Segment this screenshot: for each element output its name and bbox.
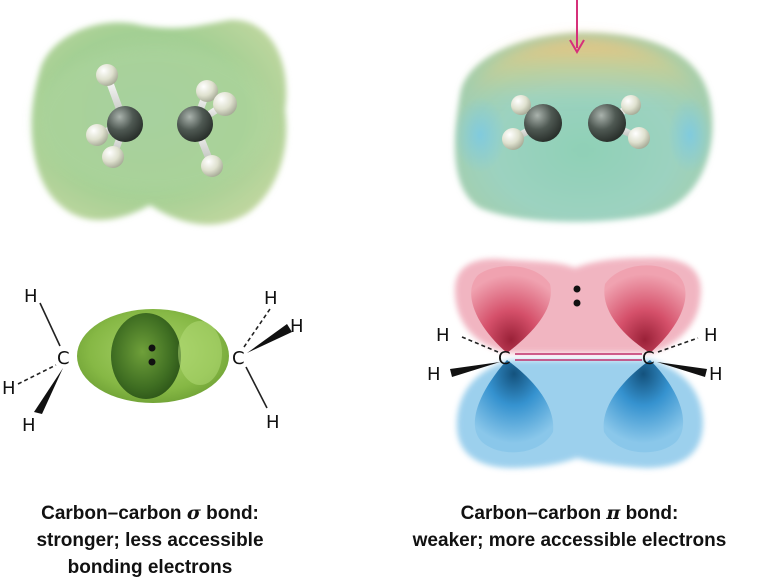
atom-label-h: H (290, 316, 304, 337)
hashed-bond (243, 308, 271, 348)
atom-label-c: C (498, 348, 511, 369)
caption-line: bonding electrons (67, 557, 233, 578)
caption-text: bond: (620, 503, 679, 524)
caption-text: Carbon–carbon (41, 503, 187, 524)
caption-line: stronger; less accessible (36, 530, 264, 551)
caption-line: Carbon–carbon σ bond: (0, 500, 300, 527)
pi-bond-diagram: H H C C H H (427, 257, 723, 468)
pi-bond-caption: Carbon–carbon π bond: weaker; more acces… (378, 500, 761, 554)
sigma-orbital-inner-lobe (111, 313, 181, 399)
atom-label-h: H (709, 364, 723, 385)
atom-label-h: H (436, 325, 450, 346)
pi-orbital-left-cone (471, 266, 551, 353)
atom-label-h: H (264, 288, 278, 309)
caption-text: bond: (200, 503, 259, 524)
pi-orbital-right-cone (604, 265, 686, 353)
atom-label-h: H (24, 286, 38, 307)
hashed-bond (17, 364, 57, 385)
atom-label-h: H (704, 325, 718, 346)
caption-text: Carbon–carbon (460, 503, 607, 524)
hydrogen-atom (196, 80, 218, 102)
wedge-bond (450, 362, 500, 377)
arrow-down-icon (569, 0, 585, 54)
atom-label-c: C (232, 348, 245, 369)
wedge-bond (34, 368, 63, 414)
carbon-atom (524, 104, 562, 142)
ethylene-surface-top-tint (470, 38, 700, 100)
atom-label-h: H (427, 364, 441, 385)
atom-label-c: C (642, 348, 655, 369)
carbon-atom (588, 104, 626, 142)
ethane-ball-and-stick (86, 64, 237, 177)
hashed-bond (657, 337, 699, 353)
wedge-bond (39, 302, 61, 347)
sigma-bond-diagram: H H H C C H H H (2, 286, 304, 436)
hydrogen-atom (628, 127, 650, 149)
hydrogen-atom (102, 146, 124, 168)
single-bond (245, 366, 268, 409)
wedge-bond (247, 324, 292, 353)
ethylene-side-tint (454, 97, 506, 173)
hydrogen-atom (86, 124, 108, 146)
sigma-orbital-highlight (178, 321, 222, 385)
pi-orbital-right-cone (603, 360, 684, 453)
electron-pair-icon (573, 285, 581, 307)
hydrogen-atom (502, 128, 524, 150)
atom-label-c: C (57, 348, 70, 369)
pi-symbol: π (606, 502, 621, 524)
atom-label-h: H (2, 378, 16, 399)
caption-line: Carbon–carbon π bond: (378, 500, 761, 527)
atom-label-h: H (266, 412, 280, 433)
carbon-atom (177, 106, 213, 142)
sigma-bond-caption: Carbon–carbon σ bond: stronger; less acc… (0, 500, 300, 581)
ethylene-side-tint (668, 97, 712, 173)
sigma-symbol: σ (186, 502, 201, 524)
pi-orbital-left-cone (474, 360, 554, 453)
hydrogen-atom (511, 95, 531, 115)
hydrogen-atom (96, 64, 118, 86)
ethane-potential-map (31, 19, 287, 225)
ethylene-ball-and-stick (502, 95, 650, 150)
electron-pair-icon (148, 344, 156, 366)
wedge-bond (657, 362, 707, 377)
hydrogen-atom (201, 155, 223, 177)
hydrogen-atom (621, 95, 641, 115)
caption-line: weaker; more accessible electrons (412, 530, 727, 551)
atom-label-h: H (22, 415, 36, 436)
carbon-atom (107, 106, 143, 142)
hydrogen-atom (213, 92, 237, 116)
ethylene-potential-map (454, 0, 713, 222)
